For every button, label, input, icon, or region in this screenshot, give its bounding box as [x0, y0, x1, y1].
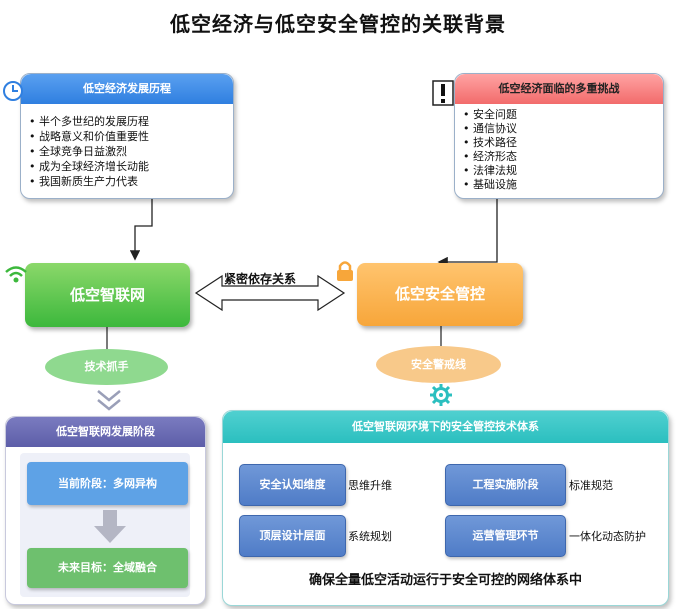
current-stage-box: 当前阶段：多网异构: [27, 462, 188, 505]
list-item: 经济形态: [463, 150, 517, 164]
history-card: 低空经济发展历程 半个多世纪的发展历程 战略意义和价值重要性 全球竞争日益激烈 …: [20, 73, 234, 199]
challenges-to-safety-arrow: [437, 196, 498, 268]
list-item: 法律法规: [463, 164, 517, 178]
tech-desc-engineering: 标准规范: [569, 479, 613, 492]
tech-box-operation: 运营管理环节: [445, 515, 566, 557]
tech-box-toplevel: 顶层设计层面: [239, 515, 346, 557]
exclamation-icon: [432, 80, 454, 106]
challenges-list: 安全问题 通信协议 技术路径 经济形态 法律法规 基础设施: [463, 108, 517, 192]
tech-desc-cognition: 思维升维: [348, 479, 392, 492]
network-node: 低空智联网: [25, 263, 190, 327]
relation-label: 紧密依存关系: [224, 272, 297, 286]
page-title: 低空经济与低空安全管控的关联背景: [170, 12, 506, 36]
list-item: 半个多世纪的发展历程: [29, 114, 149, 129]
list-item: 全球竞争日益激烈: [29, 144, 149, 159]
stages-header: 低空智联网发展阶段: [6, 417, 205, 447]
tech-box-engineering: 工程实施阶段: [445, 464, 566, 506]
challenges-card: 低空经济面临的多重挑战 安全问题 通信协议 技术路径 经济形态 法律法规 基础设…: [454, 73, 664, 199]
list-item: 我国新质生产力代表: [29, 174, 149, 189]
list-item: 通信协议: [463, 122, 517, 136]
conclusion-text: 确保全量低空活动运行于安全可控的网络体系中: [308, 573, 582, 588]
history-to-network-arrow: [129, 196, 153, 261]
safety-node: 低空安全管控: [357, 263, 523, 326]
future-stage-box: 未来目标：全域融合: [27, 548, 188, 588]
history-header: 低空经济发展历程: [21, 74, 233, 104]
list-item: 安全问题: [463, 108, 517, 122]
tech-system-section: 低空智联网环境下的安全管控技术体系 安全认知维度 思维升维 工程实施阶段 标准规…: [222, 410, 669, 606]
stages-section: 低空智联网发展阶段 当前阶段：多网异构 未来目标：全域融合: [5, 416, 206, 605]
arrow-down-icon: [94, 510, 126, 543]
tech-desc-operation: 一体化动态防护: [569, 530, 646, 543]
relation-double-arrow: [194, 274, 346, 312]
double-chevron-down-icon: [97, 390, 121, 411]
clock-icon: [3, 81, 23, 101]
gear-icon: [430, 384, 452, 406]
tech-box-cognition: 安全认知维度: [239, 464, 346, 506]
list-item: 成为全球经济增长动能: [29, 159, 149, 174]
tech-desc-toplevel: 系统规划: [348, 530, 392, 543]
lock-icon: [337, 261, 353, 281]
challenges-header: 低空经济面临的多重挑战: [455, 74, 663, 104]
safety-line-ellipse: 安全警戒线: [376, 346, 501, 383]
tech-hand-ellipse: 技术抓手: [45, 349, 168, 385]
list-item: 技术路径: [463, 136, 517, 150]
wifi-icon: [5, 266, 27, 283]
list-item: 战略意义和价值重要性: [29, 129, 149, 144]
history-list: 半个多世纪的发展历程 战略意义和价值重要性 全球竞争日益激烈 成为全球经济增长动…: [29, 114, 149, 189]
tech-system-header: 低空智联网环境下的安全管控技术体系: [223, 411, 668, 443]
list-item: 基础设施: [463, 178, 517, 192]
